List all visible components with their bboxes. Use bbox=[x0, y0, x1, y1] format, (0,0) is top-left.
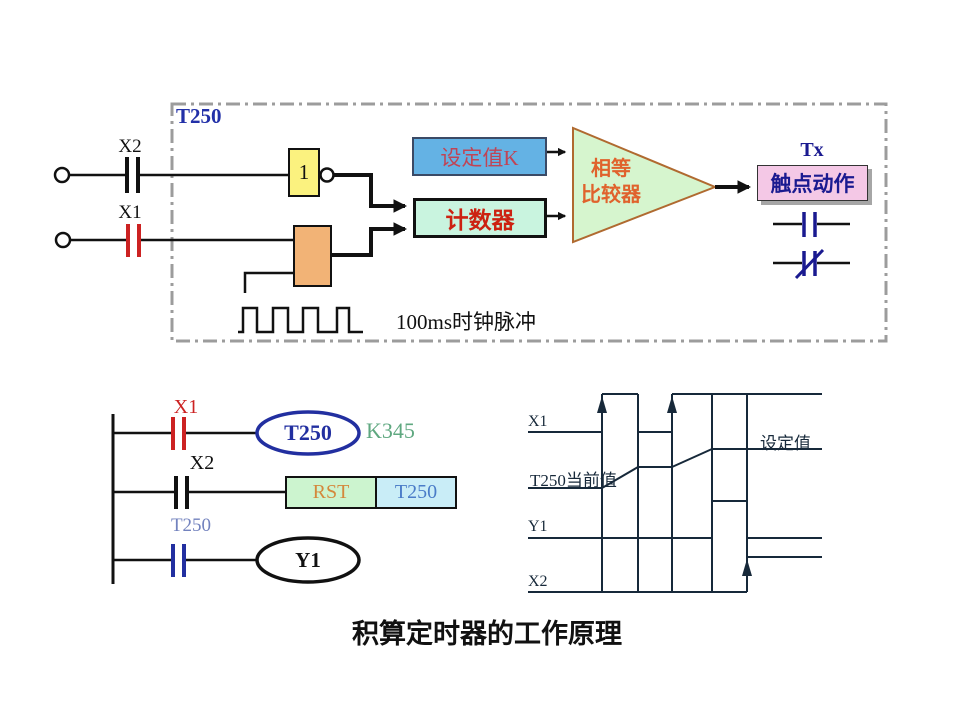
timer-block-dashed-border bbox=[170, 102, 888, 343]
comparator-label-line1: 相等 bbox=[591, 158, 631, 180]
rst-label: RST bbox=[312, 481, 350, 503]
clock-input-wire bbox=[243, 271, 293, 293]
comparator-triangle bbox=[572, 126, 718, 244]
pulse-gate-output-wire bbox=[332, 222, 408, 257]
not-output-wire bbox=[334, 173, 408, 213]
not-gate-box: 1 bbox=[288, 148, 320, 197]
clock-pulse-label: 100ms时钟脉冲 bbox=[396, 310, 537, 334]
tx-label: Tx bbox=[800, 139, 824, 161]
contact-action-box: 触点动作 bbox=[757, 165, 868, 201]
timing-x2-label: X2 bbox=[528, 573, 548, 590]
ladder-rung2 bbox=[113, 476, 285, 509]
x2-input-wire bbox=[53, 166, 288, 184]
rung3-contact-label: T250 bbox=[170, 515, 212, 536]
timing-rise-arrows bbox=[597, 396, 752, 576]
x1-input-wire bbox=[54, 231, 293, 249]
x1-contact-symbol bbox=[126, 224, 141, 257]
x2-contact-symbol bbox=[125, 157, 140, 193]
counter-box: 计数器 bbox=[413, 198, 547, 238]
clock-pulse-waveform bbox=[238, 306, 363, 334]
counter-label: 计数器 bbox=[445, 208, 515, 233]
comparator-label: 相等 比较器 bbox=[574, 156, 648, 208]
rung1-constant-label: K345 bbox=[366, 418, 415, 443]
timing-x1-label: X1 bbox=[528, 413, 548, 430]
not-gate-label: 1 bbox=[298, 160, 310, 184]
pulse-gate-box bbox=[293, 225, 332, 287]
timing-current-value-label: T250当前值 bbox=[530, 471, 617, 490]
timing-waveforms bbox=[528, 393, 822, 593]
rst-instruction-box: RST bbox=[285, 476, 377, 509]
timing-y1-label: Y1 bbox=[528, 518, 548, 535]
rung1-contact-label: X1 bbox=[173, 396, 199, 418]
x1-input-label: X1 bbox=[118, 202, 142, 223]
ladder-rung1 bbox=[113, 410, 361, 456]
rst-operand-box: T250 bbox=[375, 476, 457, 509]
rung2-contact-label: X2 bbox=[189, 452, 215, 474]
slide-caption: 积算定时器的工作原理 bbox=[352, 619, 622, 649]
rung3-coil-label: Y1 bbox=[295, 548, 321, 572]
timer-block-title: T250 bbox=[176, 104, 222, 128]
not-gate-bubble bbox=[319, 167, 335, 183]
timing-set-value-label: 设定值 bbox=[760, 434, 811, 453]
comparator-label-line2: 比较器 bbox=[581, 184, 641, 206]
tx-no-contact-symbol bbox=[773, 212, 850, 237]
tx-nc-contact-symbol bbox=[773, 248, 850, 280]
rung1-coil-label: T250 bbox=[284, 420, 332, 445]
ladder-rung3 bbox=[113, 536, 361, 584]
set-value-box: 设定值K bbox=[412, 137, 547, 176]
set-value-label: 设定值K bbox=[440, 145, 519, 170]
contact-action-label: 触点动作 bbox=[770, 172, 855, 196]
x2-input-label: X2 bbox=[118, 136, 142, 157]
rst-operand-label: T250 bbox=[394, 481, 438, 503]
